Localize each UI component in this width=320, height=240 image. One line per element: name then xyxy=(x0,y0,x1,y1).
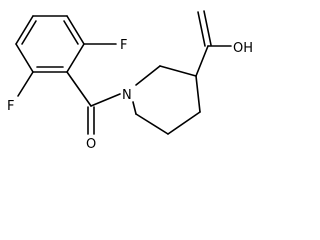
carbonyl-oxygen-label: O xyxy=(86,137,96,152)
ring-bond-6 xyxy=(66,15,85,45)
ring-bond-5 xyxy=(66,43,85,73)
piperidine-bond-c3-c4 xyxy=(195,75,201,113)
carboxylic-acid-label: OH xyxy=(233,41,253,56)
ring-double-bond-1 xyxy=(21,20,37,45)
acid-double-bond-b xyxy=(203,10,212,46)
ring-double-bond-3 xyxy=(63,20,79,45)
acid-double-bond-a xyxy=(197,11,206,47)
bond-ring-fluorine-bottom xyxy=(17,71,34,97)
molecule-svg: F F O N OH xyxy=(7,10,253,152)
fluorine-top-label: F xyxy=(120,38,127,53)
bond-carbonyl-nitrogen xyxy=(90,93,121,107)
structure-diagram: F F O N OH xyxy=(7,10,253,152)
bond-c3-acid-carbon xyxy=(195,45,209,77)
ring-bond-3 xyxy=(15,43,34,73)
fluorine-bottom-label: F xyxy=(7,99,14,114)
benzene-ring xyxy=(15,15,85,73)
piperidine-bond-c4-c5 xyxy=(167,111,201,135)
nitrogen-label: N xyxy=(122,88,132,103)
piperidine-bond-c6-n xyxy=(132,101,137,115)
ring-bond-2 xyxy=(15,15,34,45)
piperidine-bond-c2-c3 xyxy=(159,65,197,77)
piperidine-bond-c5-c6 xyxy=(135,113,169,135)
piperidine-ring xyxy=(132,65,201,135)
bond-ring-carbonyl xyxy=(66,71,92,107)
piperidine-bond-n-c2 xyxy=(135,65,161,86)
